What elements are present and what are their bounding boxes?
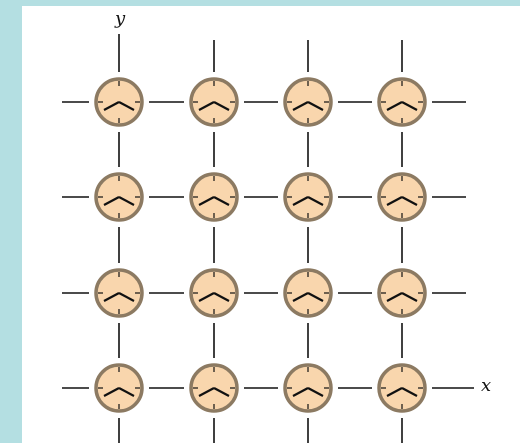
clock-icon — [285, 270, 331, 316]
clock-icon — [379, 365, 425, 411]
x-axis-label: x — [481, 375, 491, 396]
clock-icon — [379, 270, 425, 316]
clock-icon — [285, 365, 331, 411]
clock-grid — [96, 79, 425, 411]
clock-icon — [96, 270, 142, 316]
clock-icon — [285, 79, 331, 125]
clock-icon — [191, 270, 237, 316]
clock-icon — [191, 365, 237, 411]
clock-icon — [96, 79, 142, 125]
clock-icon — [285, 174, 331, 220]
clock-lattice-diagram: y x — [22, 6, 520, 443]
y-axis-label: y — [114, 8, 126, 29]
clock-icon — [379, 174, 425, 220]
clock-icon — [379, 79, 425, 125]
clock-icon — [191, 174, 237, 220]
diagram-panel: y x — [22, 6, 520, 443]
clock-icon — [96, 365, 142, 411]
clock-icon — [96, 174, 142, 220]
clock-icon — [191, 79, 237, 125]
